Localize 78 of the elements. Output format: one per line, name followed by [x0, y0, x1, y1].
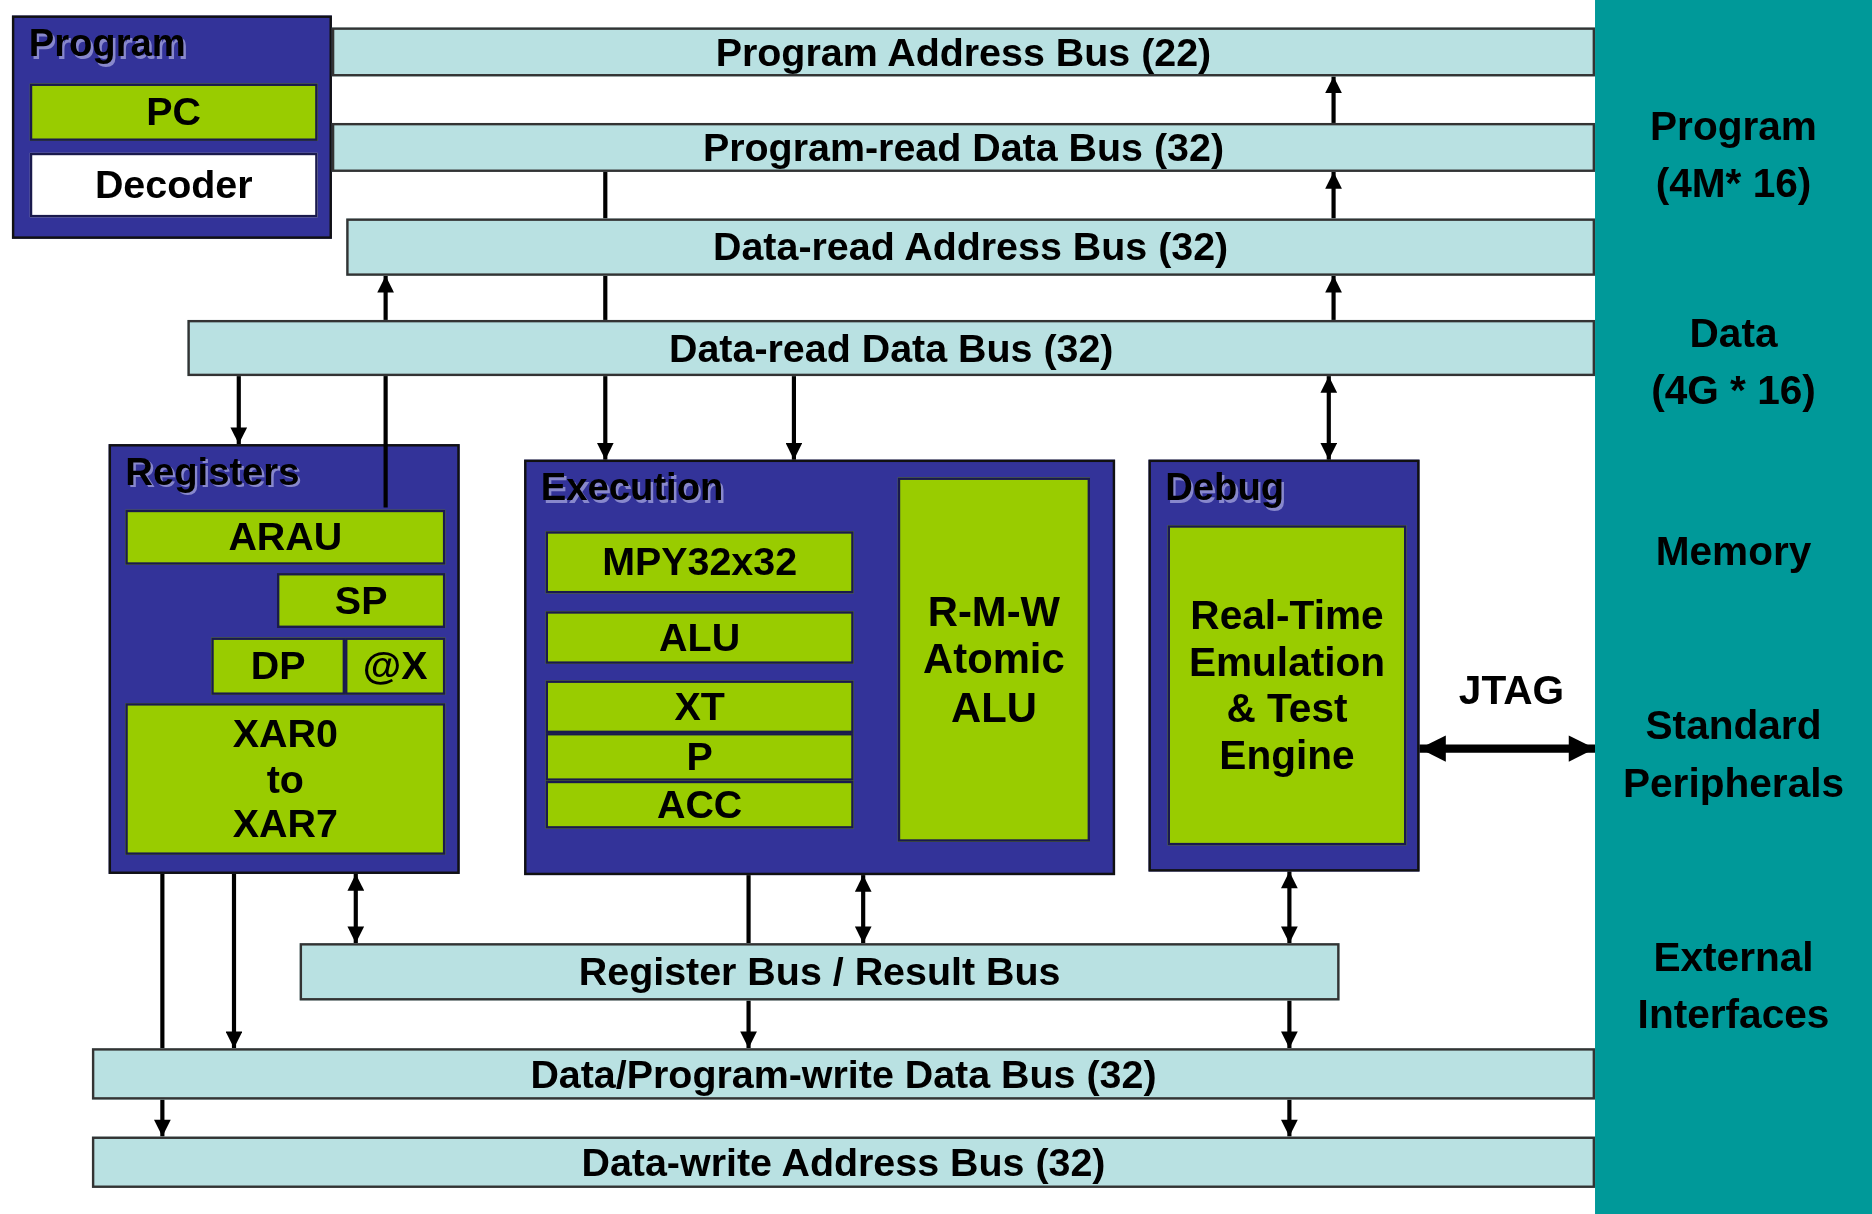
- component-box: [29, 152, 318, 218]
- component-label: Real-Time Emulation & Test Engine: [1187, 591, 1387, 779]
- component-label: R-M-W Atomic ALU: [922, 587, 1066, 732]
- bus-label: Program-read Data Bus (32): [702, 124, 1224, 171]
- component-box: [545, 780, 854, 829]
- component-box: [345, 637, 446, 695]
- unit-box: [1148, 459, 1420, 872]
- component-label: Decoder: [94, 162, 253, 208]
- arrow: [1325, 275, 1342, 320]
- unit-box: [108, 444, 460, 874]
- arrow: [740, 1000, 757, 1049]
- component-label: ACC: [656, 782, 743, 828]
- bus-bar: [331, 27, 1595, 77]
- unit-heading: Program: [28, 22, 186, 65]
- memory-panel: [1595, 0, 1872, 1214]
- bus-label: Register Bus / Result Bus: [578, 949, 1061, 995]
- bus-bar: [299, 943, 1340, 1001]
- unit-box: [524, 459, 1116, 876]
- arrow: [154, 1099, 171, 1137]
- double-arrow: [1320, 376, 1338, 460]
- double-arrow: [1281, 871, 1298, 944]
- memory-label: Data (4G * 16): [1650, 308, 1817, 414]
- component-box: [211, 637, 346, 695]
- component-label: XT: [674, 684, 725, 730]
- bus-label: Data/Program-write Data Bus (32): [530, 1051, 1157, 1097]
- memory-label: Standard Peripherals: [1621, 701, 1846, 807]
- bus-bar: [346, 218, 1595, 276]
- component-label: SP: [334, 577, 388, 624]
- arrow: [225, 873, 243, 1049]
- arrow: [1281, 1000, 1298, 1049]
- bus-label: Data-read Address Bus (32): [713, 224, 1229, 270]
- component-label: ARAU: [228, 514, 343, 560]
- connector-line: [603, 171, 608, 219]
- arrow: [1281, 1099, 1298, 1137]
- component-box: [545, 531, 854, 594]
- component-box: [897, 477, 1090, 842]
- connector-line: [383, 376, 388, 508]
- unit-box: [11, 15, 332, 239]
- component-box: [29, 83, 318, 141]
- component-label: DP: [250, 643, 306, 689]
- component-label: P: [686, 734, 713, 780]
- bus-label: Program Address Bus (22): [715, 29, 1212, 75]
- unit-heading: Execution: [540, 466, 724, 509]
- arrow: [1325, 76, 1342, 123]
- arrow: [785, 376, 803, 460]
- arrow: [230, 376, 248, 445]
- component-label: XAR0 to XAR7: [231, 711, 339, 847]
- arrow: [1325, 171, 1342, 219]
- component-label: ALU: [659, 614, 741, 661]
- unit-heading: Registers: [125, 451, 300, 494]
- component-label: @X: [362, 643, 428, 689]
- component-box: [545, 680, 854, 734]
- component-box: [1167, 525, 1407, 846]
- unit-heading: Debug: [1165, 466, 1285, 509]
- bus-label: Data-read Data Bus (32): [669, 325, 1114, 371]
- component-box: [125, 703, 446, 855]
- bus-bar: [91, 1048, 1595, 1100]
- double-arrow: [347, 873, 365, 944]
- component-label: PC: [146, 89, 202, 135]
- bus-bar: [91, 1136, 1595, 1188]
- component-box: [545, 733, 854, 781]
- connector-line: [160, 873, 165, 1049]
- component-box: [125, 509, 446, 565]
- double-arrow: [854, 875, 872, 944]
- bus-label: Data-write Address Bus (32): [581, 1139, 1106, 1185]
- connector-line: [746, 875, 751, 944]
- double-arrow: [1419, 735, 1595, 762]
- component-box: [277, 573, 446, 628]
- arrow: [596, 376, 614, 460]
- component-box: [545, 611, 854, 664]
- bus-bar: [331, 122, 1595, 172]
- component-label: MPY32x32: [602, 539, 798, 585]
- connector-line: [603, 275, 608, 320]
- bus-bar: [187, 319, 1595, 377]
- arrow: [377, 275, 394, 320]
- memory-label: External Interfaces: [1636, 933, 1831, 1039]
- memory-label: Program (4M* 16): [1649, 102, 1818, 208]
- memory-label: Memory: [1654, 526, 1813, 576]
